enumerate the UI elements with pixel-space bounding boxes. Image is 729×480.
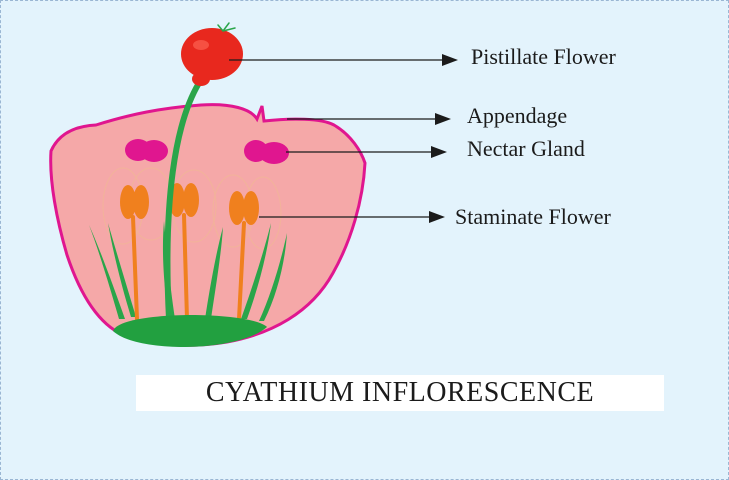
label-pistillate-flower: Pistillate Flower [471, 44, 616, 69]
anther-lobe [120, 185, 136, 219]
arrowhead-icon [431, 146, 447, 158]
anther-lobe [243, 191, 259, 225]
pistillate-stalk [164, 80, 202, 322]
pistillate-ovary [181, 28, 243, 80]
staminate-filaments [131, 213, 246, 321]
staminate-anthers [120, 183, 259, 225]
label-staminate-flower: Staminate Flower [455, 204, 611, 229]
pistillate-flower [181, 22, 243, 86]
pistillate-highlight [193, 40, 209, 50]
bracteole [205, 227, 223, 319]
leader-lines [229, 59, 444, 218]
filament [182, 213, 189, 321]
nectar-gland-lobe [140, 140, 168, 162]
anther-lobe [133, 185, 149, 219]
arrowhead-icon [435, 113, 451, 125]
filament [237, 221, 246, 321]
bracteole [89, 225, 125, 319]
receptacle-base [113, 315, 267, 347]
anther-lobe [183, 183, 199, 217]
arrowheads [429, 54, 458, 223]
diagram-title: CYATHIUM INFLORESCENCE [205, 377, 595, 408]
title-box: CYATHIUM INFLORESCENCE [136, 375, 664, 411]
nectar-gland [244, 140, 289, 164]
label-appendage: Appendage [467, 103, 568, 128]
stigma-icon [217, 22, 236, 32]
anther-lobe [229, 191, 245, 225]
arrowhead-icon [442, 54, 458, 66]
nectar-gland [125, 139, 168, 162]
nectar-gland-lobe [259, 142, 289, 164]
arrowhead-icon [429, 211, 445, 223]
label-nectar-gland: Nectar Gland [467, 136, 585, 161]
filament [131, 215, 139, 321]
cyathium-cup [49, 103, 367, 347]
